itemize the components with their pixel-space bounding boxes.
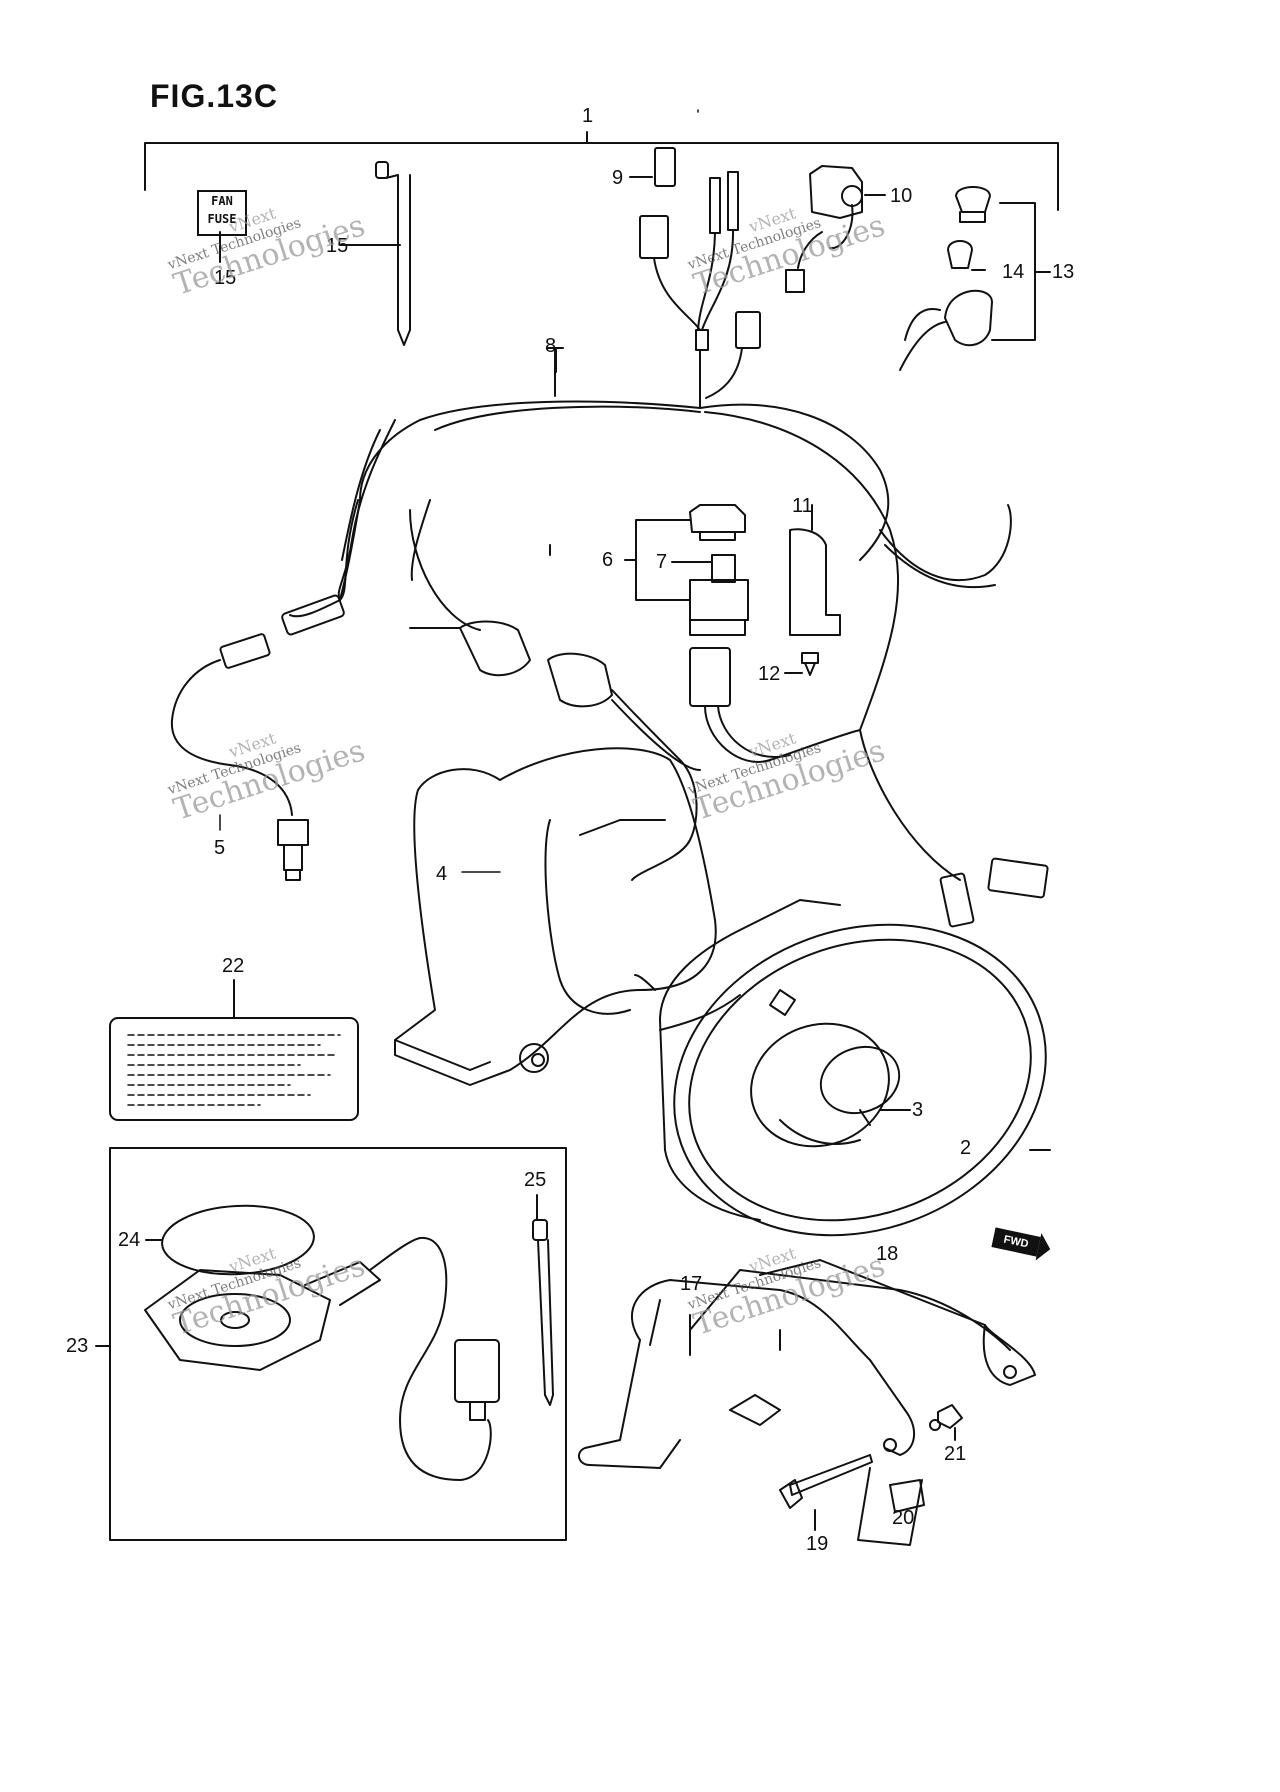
flange-nut bbox=[937, 1404, 963, 1441]
fan-fuse-label: FAN FUSE bbox=[197, 190, 247, 236]
upper-cable-tie bbox=[339, 161, 411, 346]
callout-5: 5 bbox=[214, 837, 226, 859]
indicator-lamp-group bbox=[899, 186, 1051, 371]
callout-12: 12 bbox=[758, 663, 781, 685]
gasket-ring bbox=[145, 1204, 315, 1276]
fan-relay bbox=[624, 504, 749, 636]
center-connectors bbox=[409, 620, 701, 881]
fan-motor-connector bbox=[859, 729, 1049, 928]
mounting-bolt bbox=[779, 1454, 873, 1531]
callout-22: 22 bbox=[222, 955, 245, 977]
relay-bracket bbox=[789, 504, 841, 636]
harness-left-connector bbox=[281, 499, 361, 636]
callout-18: 18 bbox=[876, 1243, 899, 1265]
assembly-bracket bbox=[144, 131, 1059, 211]
fan-fuse-line2: FUSE bbox=[207, 212, 237, 226]
callout-15b: 15 bbox=[214, 267, 237, 289]
callout-9: 9 bbox=[612, 167, 624, 189]
callout-6: 6 bbox=[602, 549, 614, 571]
wiring-harness bbox=[289, 347, 1012, 731]
sensor-kit-box bbox=[95, 1147, 567, 1541]
callout-8: 8 bbox=[545, 335, 557, 357]
bracket-screw bbox=[784, 652, 819, 676]
rubber-spacer bbox=[857, 1467, 925, 1546]
callout-2: 2 bbox=[960, 1137, 972, 1159]
callout-21: 21 bbox=[944, 1443, 967, 1465]
callout-20: 20 bbox=[892, 1507, 915, 1529]
callout-19: 19 bbox=[806, 1533, 829, 1555]
fan-fuse-line1: FAN bbox=[211, 194, 233, 208]
callout-leaders bbox=[219, 109, 699, 873]
thermo-switch bbox=[785, 165, 886, 293]
callout-24: 24 bbox=[118, 1229, 141, 1251]
temperature-sensor bbox=[170, 633, 309, 881]
relay-lower-connector bbox=[689, 647, 861, 763]
lower-cable-tie bbox=[532, 1194, 554, 1406]
callout-17: 17 bbox=[680, 1273, 703, 1295]
fan-mounting-brackets bbox=[578, 1259, 1036, 1469]
callout-13: 13 bbox=[1052, 261, 1075, 283]
thermo-sensor-body bbox=[144, 1236, 500, 1481]
callout-11: 11 bbox=[792, 495, 813, 517]
caution-label-plate bbox=[109, 979, 359, 1121]
callout-23: 23 bbox=[66, 1335, 89, 1357]
callout-1: 1 bbox=[582, 105, 594, 127]
callout-4: 4 bbox=[436, 863, 448, 885]
callout-25: 25 bbox=[524, 1169, 547, 1191]
callout-14: 14 bbox=[1002, 261, 1025, 283]
radiator-fan bbox=[634, 899, 1051, 1237]
figure-title: FIG.13C bbox=[150, 78, 278, 114]
callout-10: 10 bbox=[890, 185, 913, 207]
fan-shroud bbox=[394, 747, 717, 1086]
callout-3: 3 bbox=[912, 1099, 924, 1121]
callout-15a: 15 bbox=[326, 235, 349, 257]
callout-7: 7 bbox=[656, 551, 668, 573]
